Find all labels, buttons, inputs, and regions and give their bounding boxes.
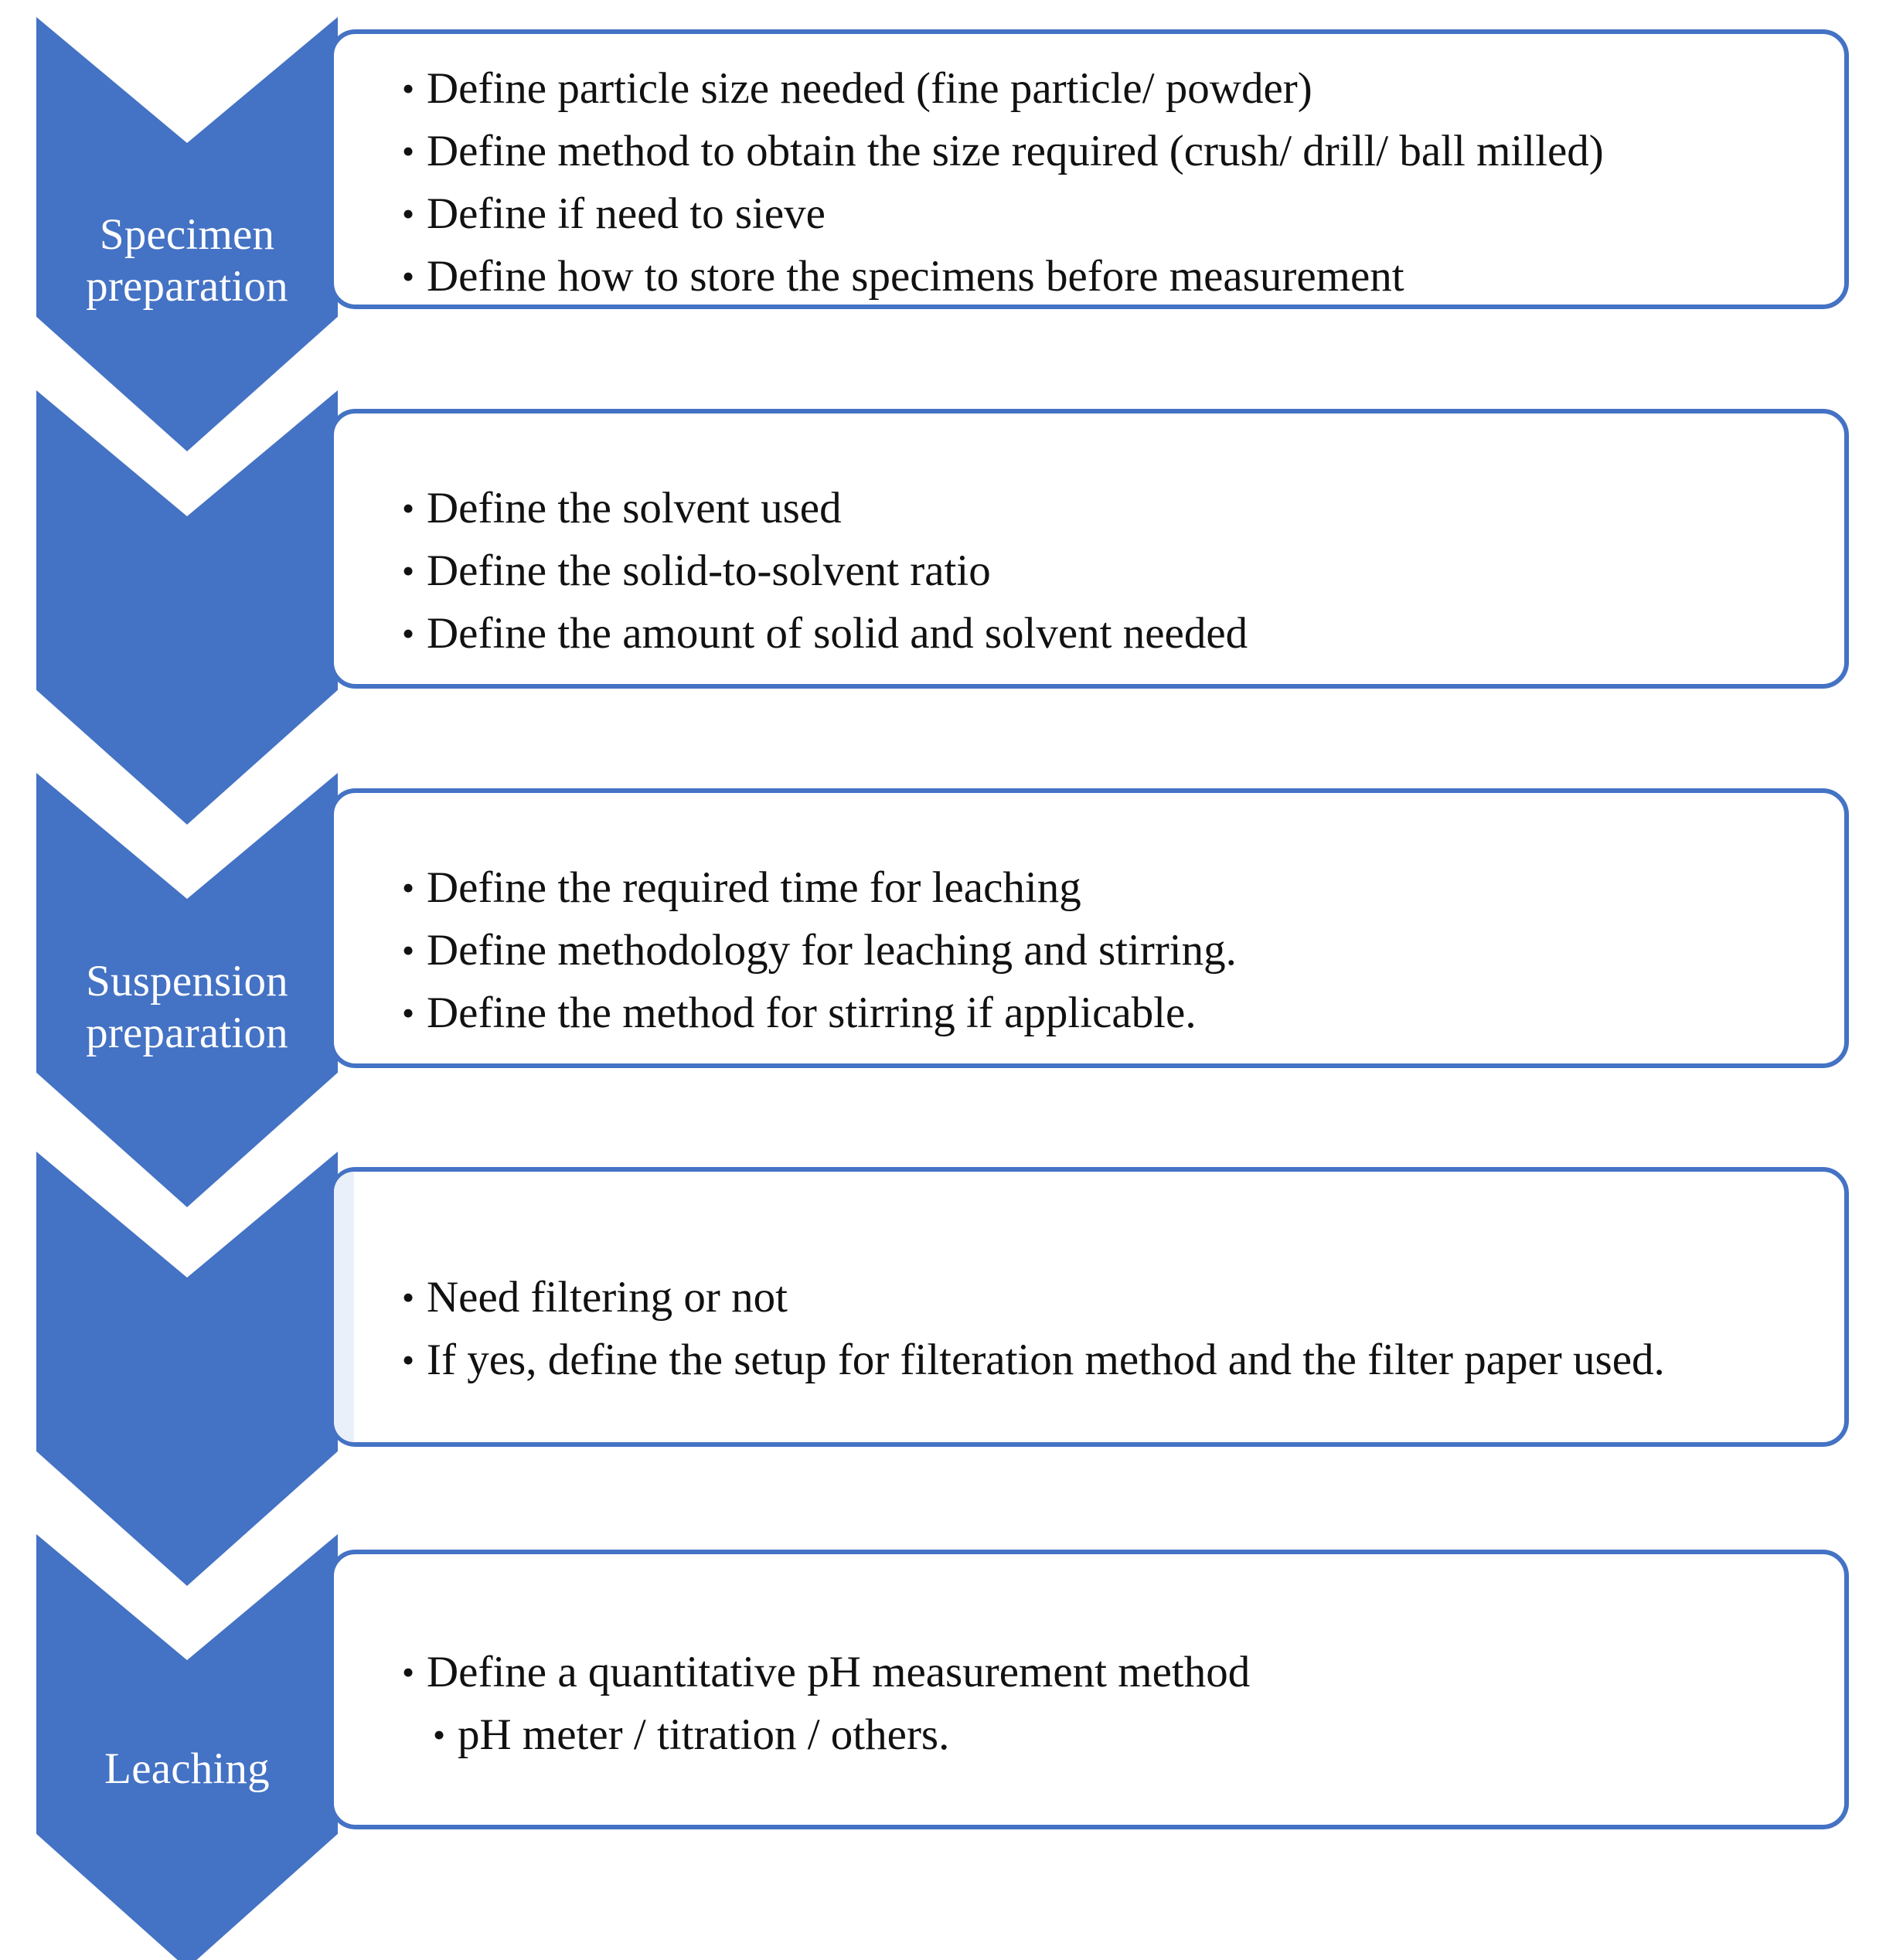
list-item: Need filtering or not [334, 1266, 1844, 1329]
list-item: Define the solvent used [334, 477, 1844, 539]
list-item: Define if need to sieve [334, 182, 1844, 245]
bullet-list: Define the solvent used Define the solid… [334, 477, 1844, 665]
bullet-list: Need filtering or not If yes, define the… [334, 1266, 1844, 1391]
content-box-filtering: Need filtering or not If yes, define the… [329, 1167, 1849, 1447]
list-item: Define the amount of solid and solvent n… [334, 602, 1844, 665]
list-item: If yes, define the setup for filteration… [334, 1329, 1844, 1391]
chevron-down-icon [36, 1152, 338, 1586]
list-item: Define particle size needed (fine partic… [334, 57, 1844, 120]
chevron-ph-measurement[interactable]: pH measurement [36, 1534, 338, 1960]
content-box-suspension-preparation: Define the solvent used Define the solid… [329, 409, 1849, 689]
list-item: Define how to store the specimens before… [334, 245, 1844, 308]
content-box-specimen-preparation: Define particle size needed (fine partic… [329, 29, 1849, 309]
list-item-sub: pH meter / titration / others. [334, 1703, 1844, 1766]
bullet-list: Define a quantitative pH measurement met… [334, 1641, 1844, 1766]
chevron-filtering[interactable]: Filtering [36, 1152, 338, 1586]
chevron-down-icon [36, 390, 338, 825]
list-item: Define the method for stirring if applic… [334, 982, 1844, 1044]
chevron-suspension-preparation[interactable]: Suspension preparation [36, 390, 338, 1057]
list-item: Define the solid-to-solvent ratio [334, 539, 1844, 602]
chevron-label: Leaching [104, 1744, 270, 1793]
chevron-specimen-preparation[interactable]: Specimen preparation [36, 17, 338, 451]
list-item: Define method to obtain the size require… [334, 120, 1844, 182]
chevron-label: Suspension preparation [86, 957, 288, 1058]
content-box-leaching: Define the required time for leaching De… [329, 788, 1849, 1068]
list-item: Define a quantitative pH measurement met… [334, 1641, 1844, 1703]
content-box-ph-measurement: Define a quantitative pH measurement met… [329, 1550, 1849, 1829]
list-item: Define methodology for leaching and stir… [334, 919, 1844, 982]
bullet-list: Define the required time for leaching De… [334, 856, 1844, 1044]
chevron-label: Specimen preparation [86, 210, 288, 311]
list-item: Define the required time for leaching [334, 856, 1844, 919]
bullet-list: Define particle size needed (fine partic… [334, 57, 1844, 308]
chevron-leaching[interactable]: Leaching [36, 773, 338, 1793]
